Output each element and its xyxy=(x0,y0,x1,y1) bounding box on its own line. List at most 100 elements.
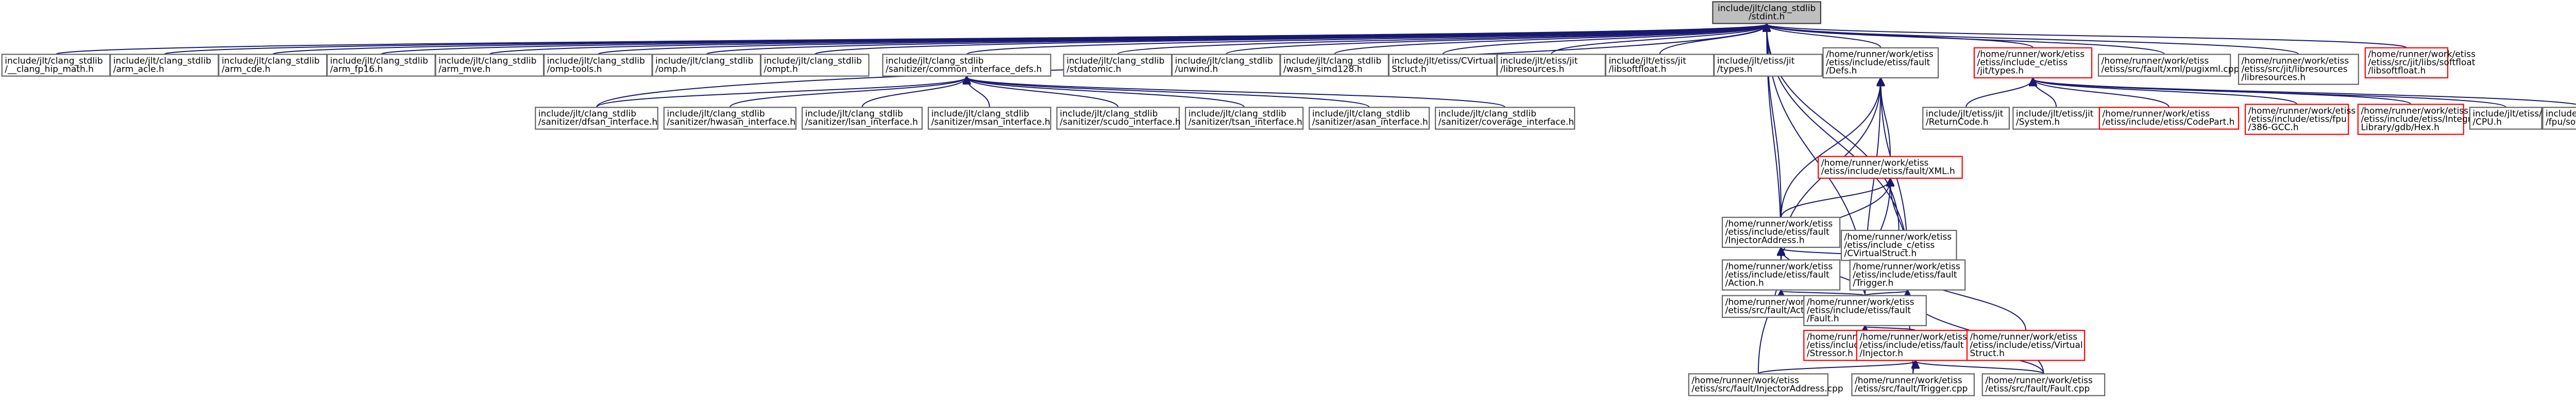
graph-node-n3[interactable]: include/jlt/clang_stdlib/arm_cde.h xyxy=(218,54,328,77)
graph-node-n8[interactable]: include/jlt/clang_stdlib/ompt.h xyxy=(760,54,870,77)
graph-node-label: /home/runner/work/etiss xyxy=(2361,106,2468,116)
graph-node-t2[interactable]: include/jlt/etiss/jit/System.h xyxy=(2012,107,2100,130)
graph-node-label: /arm_fp16.h xyxy=(330,64,383,74)
graph-node-label: /ReturnCode.h xyxy=(1926,117,1989,127)
graph-node-label: /types.h xyxy=(1717,64,1753,74)
graph-node-t3[interactable]: /home/runner/work/etiss/etiss/include/et… xyxy=(2098,107,2240,130)
graph-node-n10[interactable]: include/jlt/clang_stdlib/stdatomic.h xyxy=(1063,54,1173,77)
graph-edge-n19-to-root xyxy=(1767,25,2165,55)
graph-node-n12[interactable]: include/jlt/clang_stdlib/wasm_simd128.h xyxy=(1280,54,1389,77)
graph-node-box xyxy=(801,107,923,130)
graph-node-s2[interactable]: include/jlt/clang_stdlib/sanitizer/hwasa… xyxy=(663,107,796,130)
graph-node-label: /home/runner/work/etiss xyxy=(1859,332,1967,342)
graph-node-s7[interactable]: include/jlt/clang_stdlib/sanitizer/asan_… xyxy=(1309,107,1430,130)
graph-node-label: /home/runner/work/etiss xyxy=(1725,261,1833,272)
graph-node-label: /sanitizer/hwasan_interface.h xyxy=(667,117,795,127)
graph-node-n18[interactable]: /home/runner/work/etiss/etiss/include_c/… xyxy=(1973,47,2093,79)
graph-node-label: Library/gdb/Hex.h xyxy=(2361,122,2439,132)
graph-node-ia[interactable]: /home/runner/work/etiss/etiss/include/et… xyxy=(1721,216,1841,248)
graph-node-label: include/jlt/clang_stdlib xyxy=(1189,109,1286,119)
graph-node-box xyxy=(1981,373,2106,396)
graph-node-t1[interactable]: include/jlt/etiss/jit/ReturnCode.h xyxy=(1922,107,2010,130)
graph-node-s8[interactable]: include/jlt/clang_stdlib/sanitizer/cover… xyxy=(1435,107,1575,130)
graph-node-label: /home/runner/work/etiss xyxy=(1807,297,1914,307)
graph-node-s3[interactable]: include/jlt/clang_stdlib/sanitizer/lsan_… xyxy=(801,107,923,130)
graph-node-label: /etiss/include/etiss/fault xyxy=(1725,227,1830,238)
graph-node-n9[interactable]: include/jlt/clang_stdlib/sanitizer/commo… xyxy=(882,54,1052,77)
graph-node-label: include/jlt/etiss/jit xyxy=(2546,109,2576,119)
graph-node-s5[interactable]: include/jlt/clang_stdlib/sanitizer/scudo… xyxy=(1056,107,1181,130)
graph-node-n11[interactable]: include/jlt/clang_stdlib/unwind.h xyxy=(1171,54,1281,77)
graph-node-n1[interactable]: include/jlt/clang_stdlib/__clang_hip_mat… xyxy=(1,54,111,77)
edge-layer xyxy=(55,25,2576,375)
graph-node-label: include/jlt/clang_stdlib xyxy=(438,56,536,66)
graph-node-label: include/jlt/clang_stdlib xyxy=(1066,56,1164,66)
graph-node-label: /libsoftfloat.h xyxy=(2368,66,2426,76)
graph-node-label: include/jlt/clang_stdlib xyxy=(764,56,861,66)
graph-node-t4[interactable]: /home/runner/work/etiss/etiss/include/et… xyxy=(2244,104,2355,135)
graph-node-n16[interactable]: include/jlt/etiss/jit/types.h xyxy=(1714,54,1823,77)
graph-node-label: /home/runner/work/etiss xyxy=(1826,49,1934,60)
graph-edge-fh-to-ac xyxy=(1781,291,1866,296)
graph-node-label: /CVirtualStruct.h xyxy=(1844,248,1917,259)
graph-node-t7[interactable]: include/jlt/etiss/jit/fpu/softfloat.h xyxy=(2542,107,2576,130)
graph-node-box xyxy=(1,54,111,77)
graph-node-vs[interactable]: /home/runner/work/etiss/etiss/include/et… xyxy=(1966,329,2086,361)
graph-node-label: include/jlt/etiss/jit xyxy=(1500,56,1578,66)
graph-node-box xyxy=(1803,295,1927,326)
graph-node-s6[interactable]: include/jlt/clang_stdlib/sanitizer/tsan_… xyxy=(1184,107,1304,130)
graph-node-ac[interactable]: /home/runner/work/etiss/etiss/include/et… xyxy=(1721,259,1841,291)
graph-node-label: /sanitizer/lsan_interface.h xyxy=(805,117,918,127)
graph-node-n7[interactable]: include/jlt/clang_stdlib/omp.h xyxy=(652,54,761,77)
graph-edge-fcpp-to-inj xyxy=(1916,361,2044,375)
graph-node-n2[interactable]: include/jlt/clang_stdlib/arm_acle.h xyxy=(110,54,219,77)
graph-node-label: /etiss/include/etiss/fault xyxy=(1725,270,1830,280)
graph-node-label: /arm_cde.h xyxy=(222,64,270,74)
graph-edge-s6-to-n9 xyxy=(967,77,1245,108)
graph-node-box xyxy=(2357,104,2464,135)
graph-node-iacpp[interactable]: /home/runner/work/etiss/etiss/src/fault/… xyxy=(1688,373,1843,396)
graph-node-fcpp[interactable]: /home/runner/work/etiss/etiss/src/fault/… xyxy=(1981,373,2106,396)
graph-node-tr[interactable]: /home/runner/work/etiss/etiss/include/et… xyxy=(1849,259,1966,291)
graph-edge-s3-to-n9 xyxy=(861,77,967,108)
graph-node-n5[interactable]: include/jlt/clang_stdlib/arm_mve.h xyxy=(435,54,545,77)
graph-edge-t3-to-n18 xyxy=(2033,79,2170,108)
graph-node-s4[interactable]: include/jlt/clang_stdlib/sanitizer/msan_… xyxy=(927,107,1052,130)
graph-node-cv[interactable]: /home/runner/work/etiss/etiss/include_c/… xyxy=(1840,229,1957,261)
graph-node-label: include/jlt/etiss/jit xyxy=(1608,56,1686,66)
graph-node-t6[interactable]: include/jlt/etiss/jit/CPU.h xyxy=(2469,107,2550,130)
graph-node-box xyxy=(1849,259,1966,291)
graph-node-label: /home/runner/work/etiss xyxy=(1844,232,1952,242)
graph-node-label: include/jlt/clang_stdlib xyxy=(1175,56,1273,66)
graph-node-label: /etiss/src/fault/InjectorAddress.cpp xyxy=(1691,383,1843,394)
graph-node-label: /etiss/include/etiss/fpu xyxy=(2248,114,2347,124)
graph-node-inj[interactable]: /home/runner/work/etiss/etiss/include/et… xyxy=(1856,329,1975,361)
graph-node-label: /etiss/include/etiss/fault xyxy=(1853,270,1957,280)
graph-node-trcpp[interactable]: /home/runner/work/etiss/etiss/src/fault/… xyxy=(1851,373,1975,396)
graph-node-n4[interactable]: include/jlt/clang_stdlib/arm_fp16.h xyxy=(326,54,436,77)
graph-node-n19[interactable]: /home/runner/work/etiss/etiss/src/fault/… xyxy=(2097,54,2239,77)
graph-node-x1[interactable]: /home/runner/work/etiss/etiss/include/et… xyxy=(1818,156,1963,179)
graph-edge-n14-to-root xyxy=(1551,25,1767,55)
graph-node-box xyxy=(882,54,1052,77)
graph-node-label: include/jlt/clang_stdlib xyxy=(330,56,428,66)
graph-node-label: /wasm_simd128.h xyxy=(1283,64,1363,74)
graph-node-t5[interactable]: /home/runner/work/etiss/etiss/include/et… xyxy=(2357,104,2491,135)
graph-node-n20[interactable]: /home/runner/work/etiss/etiss/src/jit/li… xyxy=(2238,54,2359,85)
graph-node-label: /sanitizer/scudo_interface.h xyxy=(1060,117,1181,127)
graph-node-n13[interactable]: include/jlt/etiss/CVirtualStruct.h xyxy=(1388,54,1498,77)
graph-node-fh[interactable]: /home/runner/work/etiss/etiss/include/et… xyxy=(1803,295,1927,326)
graph-node-label: /arm_mve.h xyxy=(438,64,490,74)
graph-node-label: /home/runner/work/etiss xyxy=(1855,375,1962,386)
graph-node-label: /etiss/include_c/etiss xyxy=(1977,58,2067,68)
graph-node-n21[interactable]: /home/runner/work/etiss/etiss/src/jit/li… xyxy=(2364,47,2476,79)
graph-node-n15[interactable]: include/jlt/etiss/jit/libsoftfloat.h xyxy=(1605,54,1715,77)
graph-node-n17[interactable]: /home/runner/work/etiss/etiss/include/et… xyxy=(1822,47,1939,79)
graph-node-n6[interactable]: include/jlt/clang_stdlib/omp-tools.h xyxy=(543,54,653,77)
graph-node-label: include/jlt/clang_stdlib xyxy=(667,109,765,119)
graph-node-s1[interactable]: include/jlt/clang_stdlib/sanitizer/dfsan… xyxy=(535,107,658,130)
graph-node-n14[interactable]: include/jlt/etiss/jit/libresources.h xyxy=(1497,54,1606,77)
graph-node-label: /home/runner/work/etiss xyxy=(1691,375,1799,386)
graph-node-root[interactable]: include/jlt/clang_stdlib/stdint.h xyxy=(1712,1,1822,24)
graph-node-box xyxy=(1688,373,1828,396)
